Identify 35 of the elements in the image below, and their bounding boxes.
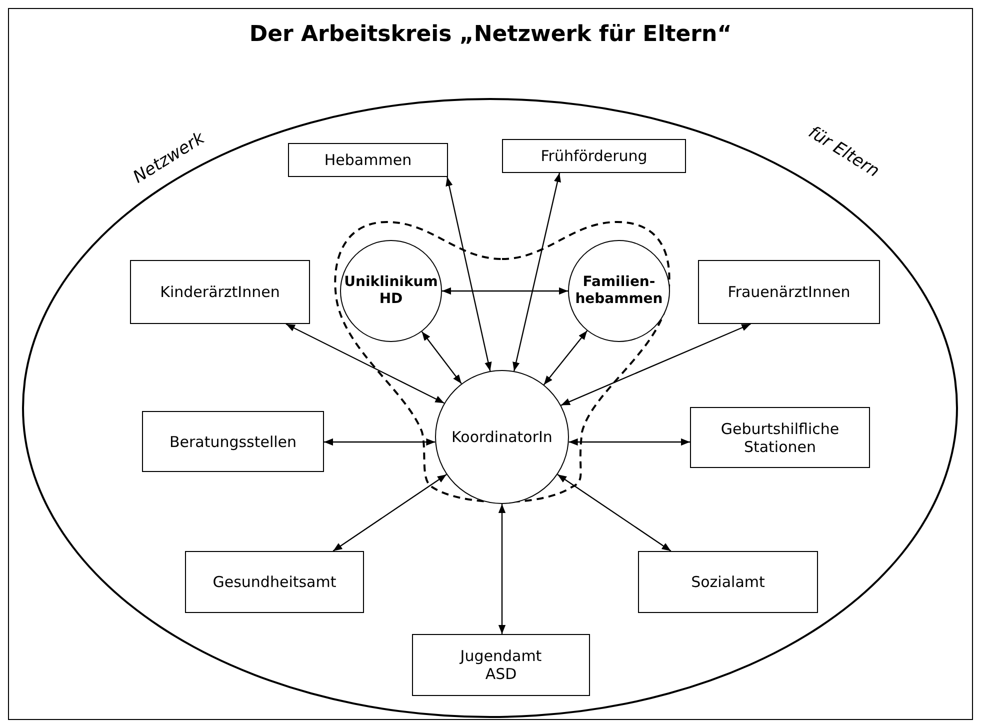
process-box [412, 634, 590, 696]
double-arrow [442, 287, 568, 295]
node-label: Gesundheitsamt [212, 573, 336, 591]
node-label: Uniklinikum HD [343, 274, 439, 308]
process-box [185, 551, 364, 613]
double-arrow [332, 474, 447, 552]
node-label: Hebammen [324, 151, 412, 169]
process-box [698, 260, 880, 324]
double-arrow [421, 331, 462, 384]
node-label: Beratungsstellen [169, 432, 297, 450]
double-arrow [543, 330, 588, 386]
node-label: Frühförderung [540, 147, 648, 165]
process-box [638, 551, 818, 613]
double-arrow [446, 176, 492, 372]
process-box [502, 139, 686, 173]
double-arrow [512, 172, 561, 372]
network-ellipse [22, 98, 958, 718]
diagram-title: Der Arbeitskreis „Netzwerk für Eltern“ [248, 22, 733, 47]
double-arrow [324, 438, 436, 446]
double-arrow [568, 438, 690, 446]
process-box [142, 411, 324, 472]
node-label: FrauenärztInnen [728, 283, 850, 301]
double-arrow [498, 504, 506, 634]
node-label: KoordinatorIn [452, 428, 552, 446]
double-arrow [557, 474, 672, 552]
process-box [288, 143, 448, 177]
double-arrow [286, 323, 444, 404]
node-label: Sozialamt [691, 573, 765, 591]
node-label: Geburtshilfliche Stationen [720, 420, 840, 456]
node-label: KinderärztInnen [160, 283, 280, 301]
process-box [690, 407, 870, 468]
process-box [130, 260, 310, 324]
node-label: Familien-hebammen [574, 274, 664, 308]
node-label: Jugendamt ASD [458, 647, 543, 683]
double-arrow [560, 323, 751, 406]
